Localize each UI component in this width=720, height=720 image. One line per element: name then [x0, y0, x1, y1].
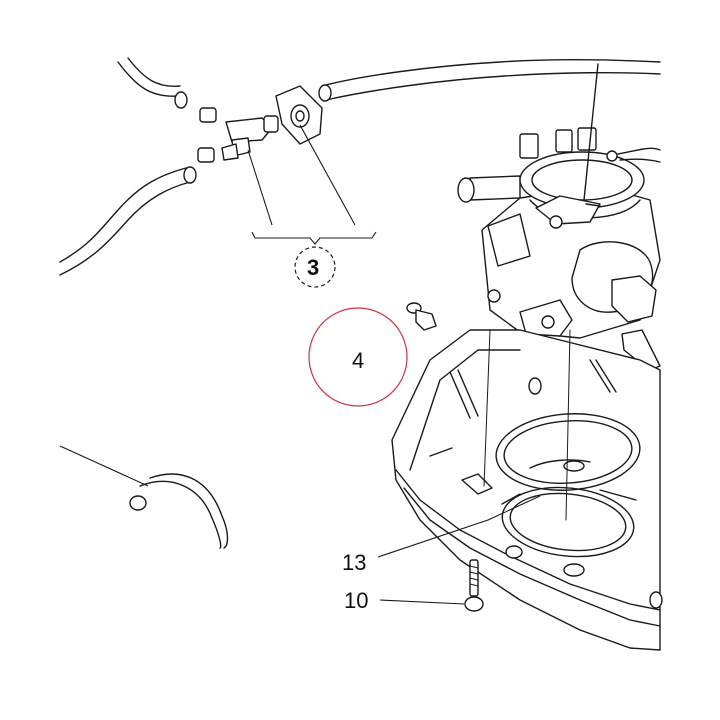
vacuum-hose-lower — [59, 166, 197, 276]
t-fitting — [197, 107, 279, 163]
alignment-line-2 — [483, 329, 491, 487]
plenum-housing — [391, 329, 663, 651]
inner-opening — [501, 486, 637, 558]
push-clip — [406, 302, 437, 331]
callout-4-label: 4 — [352, 348, 364, 373]
vacuum-hose-long — [318, 59, 661, 102]
grommet — [275, 85, 323, 145]
throttle-body — [457, 63, 661, 371]
callout-13-label: 13 — [342, 550, 366, 575]
alignment-line — [565, 329, 571, 521]
callout-3-group — [247, 124, 377, 288]
wire-clip — [59, 445, 229, 549]
callout-13-leader — [377, 495, 541, 558]
callout-10-label: 10 — [344, 588, 368, 613]
bolt — [464, 559, 484, 612]
callout-10-leader — [379, 599, 465, 605]
o-ring-gasket — [495, 413, 641, 491]
callout-3-label: 3 — [307, 255, 319, 280]
highlight-circle — [308, 307, 408, 407]
vacuum-hose-upper — [117, 57, 188, 109]
